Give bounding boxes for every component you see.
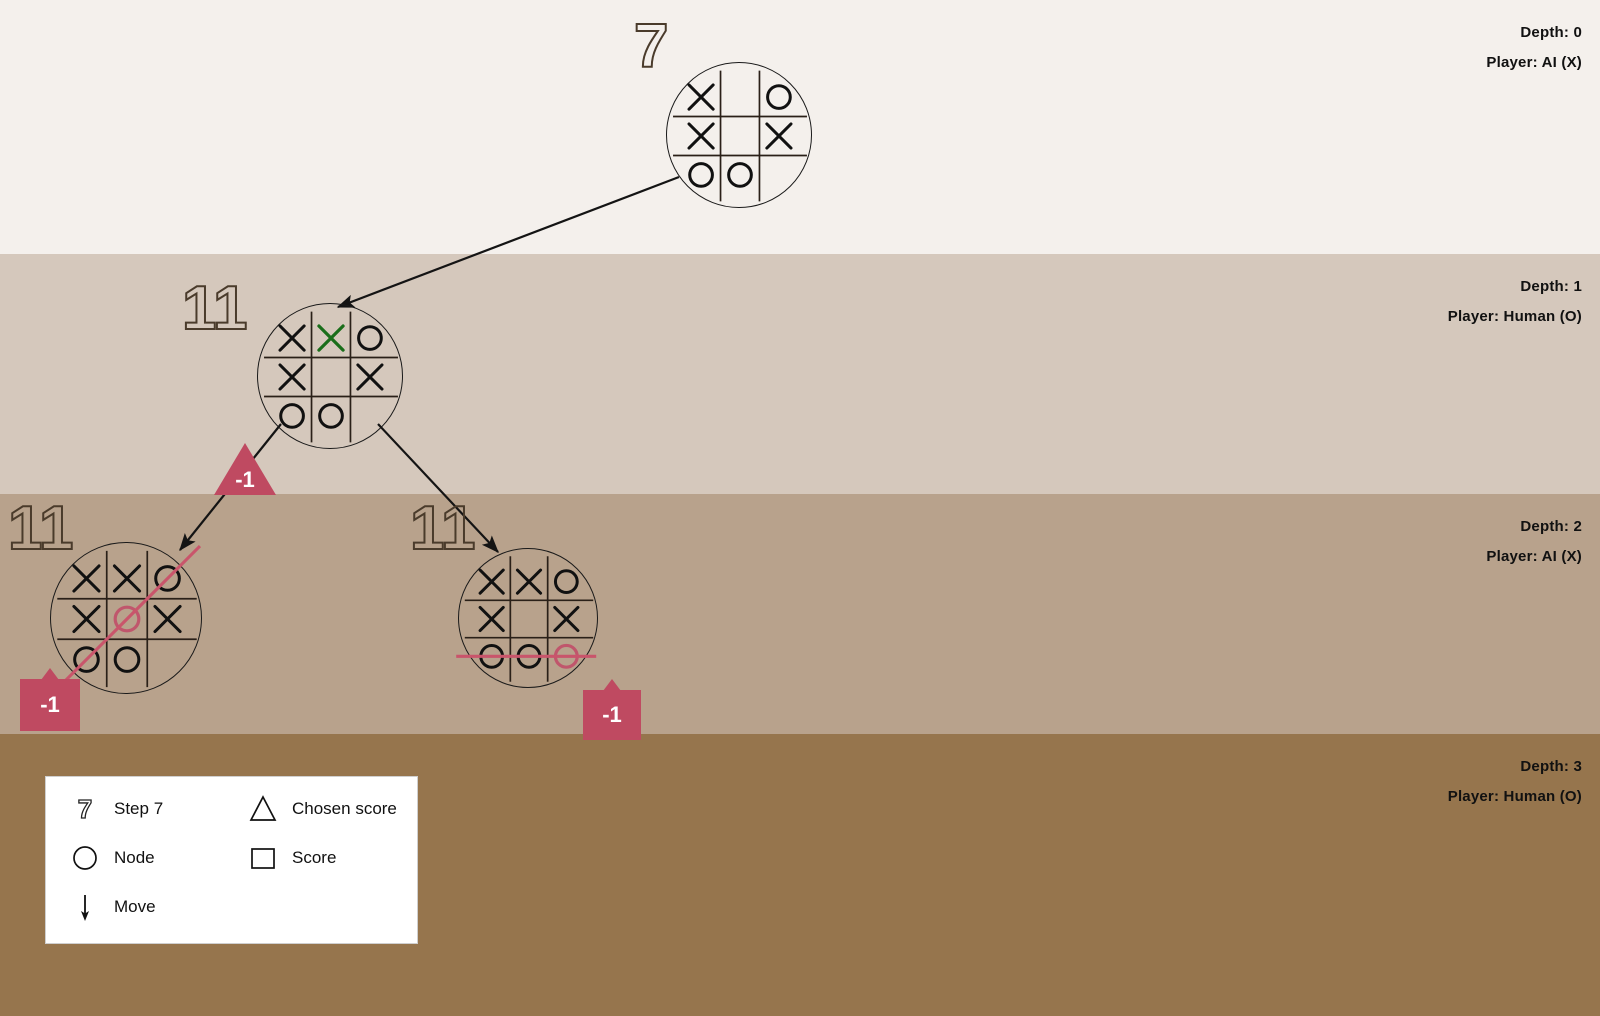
legend-item-legend-score: Score [246,841,336,875]
step-number-depth2-left-node: 11 [7,494,75,563]
step-number-root: 7 [633,12,670,81]
legend-item-legend-chosen-score: Chosen score [246,792,397,826]
score-value: -1 [235,466,255,492]
game-node-depth2-right-node[interactable] [456,548,598,688]
badge-pointer [603,679,621,691]
legend-label: Step 7 [114,799,164,818]
arrow-down-glyph [68,890,102,924]
legend-label: Chosen score [292,799,397,818]
legend-label: Score [292,848,337,867]
player-label-3: Player: Human (O) [1447,788,1582,805]
legend-item-legend-step: 7 Step 7 [68,792,163,826]
legend-item-legend-node: Node [68,841,155,875]
score-badge-score-depth2-left: -1 [20,668,80,731]
tic-tac-toe-board [673,70,807,202]
game-node-root[interactable] [666,62,812,208]
game-node-depth2-left-node[interactable] [50,542,202,694]
tic-tac-toe-board [52,544,202,694]
player-label-1: Player: Human (O) [1447,308,1582,325]
game-node-depth1-node[interactable] [257,303,403,449]
win-line [52,544,202,694]
depth-band-2 [0,494,1600,734]
legend-label: Move [114,897,156,916]
step-number-depth2-right-node: 11 [409,494,477,563]
circle-glyph [68,841,102,875]
triangle-glyph [246,792,280,826]
score-value: -1 [40,692,60,717]
depth-label-1: Depth: 1 [1520,278,1582,295]
score-value: -1 [602,702,622,727]
step-number-depth1-node: 11 [181,274,249,343]
step-number-glyph: 7 [68,792,102,826]
legend-item-legend-move: Move [68,890,156,924]
player-label-0: Player: AI (X) [1486,54,1582,71]
depth-label-3: Depth: 3 [1520,758,1582,775]
chosen-score-badge-chosen-score-depth1: -1 [214,443,276,495]
depth-label-2: Depth: 2 [1520,518,1582,535]
badge-pointer [41,668,59,680]
score-badge-score-depth2-right: -1 [583,679,641,740]
tic-tac-toe-board [264,311,398,443]
step-glyph-text: 7 [77,794,93,824]
player-label-2: Player: AI (X) [1486,548,1582,565]
legend-label: Node [114,848,155,867]
square-glyph [246,841,280,875]
tic-tac-toe-board [456,556,597,682]
depth-label-0: Depth: 0 [1520,24,1582,41]
triangle-shape [214,443,276,495]
